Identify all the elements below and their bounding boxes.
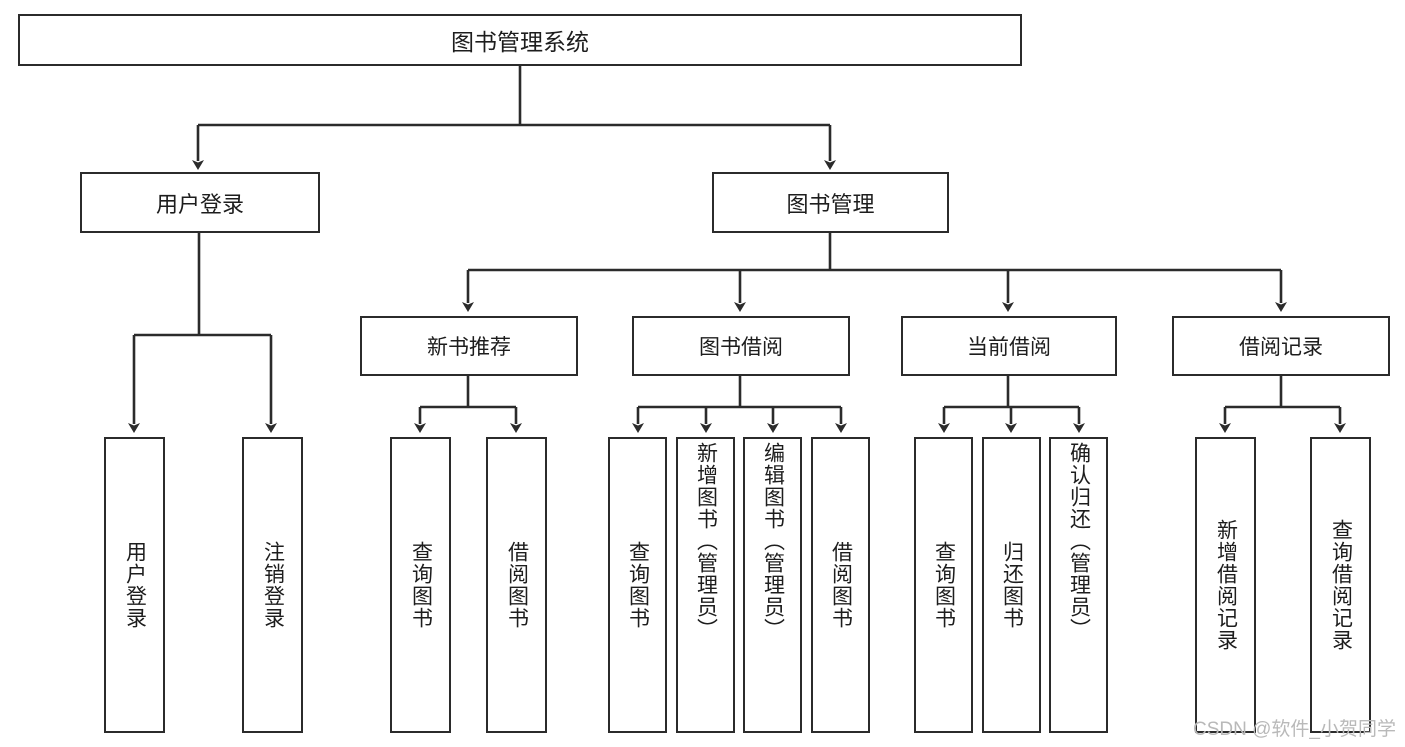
leaf-current-confirm-return-admin[interactable]: 确认归还（管理员） — [1049, 437, 1108, 733]
node-label: 图书管理 — [786, 191, 875, 217]
node-label: 用户登录 — [155, 191, 244, 217]
node-borrow-record[interactable]: 借阅记录 — [1172, 316, 1390, 376]
leaf-label: 查询图书 — [409, 541, 433, 629]
node-label: 新书推荐 — [427, 336, 511, 359]
node-label: 借阅记录 — [1239, 336, 1323, 359]
leaf-label: 借阅图书 — [829, 541, 853, 629]
node-current-borrow[interactable]: 当前借阅 — [901, 316, 1117, 376]
leaf-label: 借阅图书 — [505, 541, 529, 629]
leaf-label: 查询图书 — [626, 541, 650, 629]
node-book-management[interactable]: 图书管理 — [712, 172, 949, 233]
leaf-label: 归还图书 — [1000, 541, 1024, 629]
leaf-label: 查询图书 — [932, 541, 956, 629]
node-label: 图书管理系统 — [451, 29, 589, 55]
leaf-label: 用户登录 — [123, 541, 147, 629]
leaf-user-logout[interactable]: 注销登录 — [242, 437, 303, 733]
node-root-system[interactable]: 图书管理系统 — [18, 14, 1022, 66]
node-new-book-recommend[interactable]: 新书推荐 — [360, 316, 578, 376]
leaf-label: 新增图书（管理员） — [694, 442, 718, 640]
leaf-label: 编辑图书（管理员） — [761, 442, 785, 640]
leaf-recommend-query-book[interactable]: 查询图书 — [390, 437, 451, 733]
leaf-label: 查询借阅记录 — [1329, 519, 1353, 651]
leaf-label: 注销登录 — [261, 541, 285, 629]
node-book-borrow[interactable]: 图书借阅 — [632, 316, 850, 376]
leaf-borrow-edit-book-admin[interactable]: 编辑图书（管理员） — [743, 437, 802, 733]
leaf-borrow-query-book[interactable]: 查询图书 — [608, 437, 667, 733]
leaf-current-query-book[interactable]: 查询图书 — [914, 437, 973, 733]
node-label: 图书借阅 — [699, 336, 783, 359]
leaf-label: 确认归还（管理员） — [1067, 442, 1091, 640]
leaf-recommend-borrow-book[interactable]: 借阅图书 — [486, 437, 547, 733]
csdn-watermark: CSDN @软件_小贺同学 — [1193, 719, 1396, 740]
node-user-login[interactable]: 用户登录 — [80, 172, 320, 233]
leaf-record-query-borrow-record[interactable]: 查询借阅记录 — [1310, 437, 1371, 733]
leaf-current-return-book[interactable]: 归还图书 — [982, 437, 1041, 733]
leaf-borrow-add-book-admin[interactable]: 新增图书（管理员） — [676, 437, 735, 733]
leaf-label: 新增借阅记录 — [1214, 519, 1238, 651]
node-label: 当前借阅 — [967, 336, 1051, 359]
leaf-record-add-borrow-record[interactable]: 新增借阅记录 — [1195, 437, 1256, 733]
leaf-user-login[interactable]: 用户登录 — [104, 437, 165, 733]
leaf-borrow-borrow-book[interactable]: 借阅图书 — [811, 437, 870, 733]
